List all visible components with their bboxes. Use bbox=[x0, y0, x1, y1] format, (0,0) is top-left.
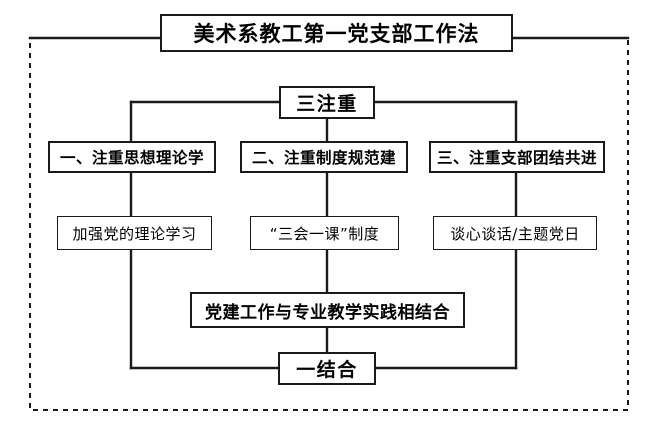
node-combine-long: 党建工作与专业教学实践相结合 bbox=[190, 292, 465, 328]
node-branch-1: 一、注重思想理论学 bbox=[48, 141, 216, 173]
node-detail-2: “三会一课”制度 bbox=[250, 216, 399, 250]
node-title: 美术系教工第一党支部工作法 bbox=[160, 14, 513, 52]
node-branch-2: 二、注重制度规范建 bbox=[240, 141, 408, 173]
node-detail-1: 加强党的理论学习 bbox=[57, 216, 212, 250]
node-one-combine: 一结合 bbox=[278, 352, 376, 385]
node-detail-3: 谈心谈话/主题党日 bbox=[433, 216, 597, 250]
node-three-focus: 三注重 bbox=[279, 86, 375, 119]
node-branch-3: 三、注重支部团结共进 bbox=[429, 141, 605, 173]
